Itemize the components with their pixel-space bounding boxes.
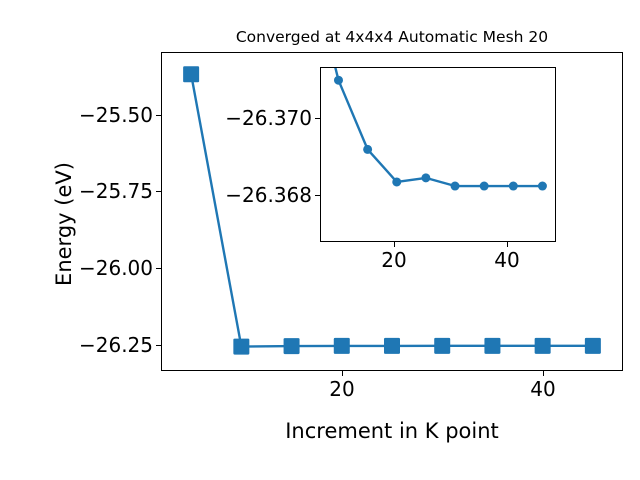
inset-series-marker xyxy=(392,177,402,187)
inset-series-marker xyxy=(537,181,547,191)
chart-title: Converged at 4x4x4 Automatic Mesh 20 xyxy=(235,28,549,46)
inset-y-tick-mark-1 xyxy=(315,118,320,120)
inset-series-marker xyxy=(508,181,518,191)
inset-plot-axes xyxy=(320,67,556,242)
inset-x-tick-mark-2 xyxy=(507,242,509,247)
inset-series-marker xyxy=(479,181,489,191)
y-tick-mark-3 xyxy=(156,268,161,270)
inset-x-tick-label-2: 40 xyxy=(494,248,520,272)
x-tick-mark-1 xyxy=(342,371,344,376)
y-tick-label-1: −25.50 xyxy=(78,103,153,127)
x-tick-mark-2 xyxy=(543,371,545,376)
x-tick-label-1: 20 xyxy=(329,377,355,401)
x-axis-label: Increment in K point xyxy=(285,419,499,443)
y-tick-label-4: −26.25 xyxy=(78,333,153,357)
inset-series-leadin xyxy=(334,68,340,82)
inset-x-tick-mark-1 xyxy=(394,242,396,247)
inset-x-tick-label-1: 20 xyxy=(381,248,407,272)
inset-y-tick-label-2: −26.368 xyxy=(225,183,312,207)
x-tick-label-2: 40 xyxy=(530,377,556,401)
y-tick-label-2: −25.75 xyxy=(78,179,153,203)
y-axis-label: Energy (eV) xyxy=(52,162,76,286)
inset-series-marker xyxy=(363,144,373,154)
inset-series-marker xyxy=(421,173,431,183)
inset-series-layer xyxy=(333,68,547,191)
main-plot-axes xyxy=(161,52,623,371)
inset-y-tick-mark-2 xyxy=(315,195,320,197)
inset-y-tick-label-1: −26.370 xyxy=(225,106,312,130)
inset-series-marker xyxy=(333,75,343,85)
y-tick-mark-2 xyxy=(156,191,161,193)
inset-series-marker xyxy=(450,181,460,191)
y-tick-mark-1 xyxy=(156,115,161,117)
y-tick-mark-4 xyxy=(156,345,161,347)
y-tick-label-3: −26.00 xyxy=(78,256,153,280)
inset-series-line xyxy=(337,79,544,188)
